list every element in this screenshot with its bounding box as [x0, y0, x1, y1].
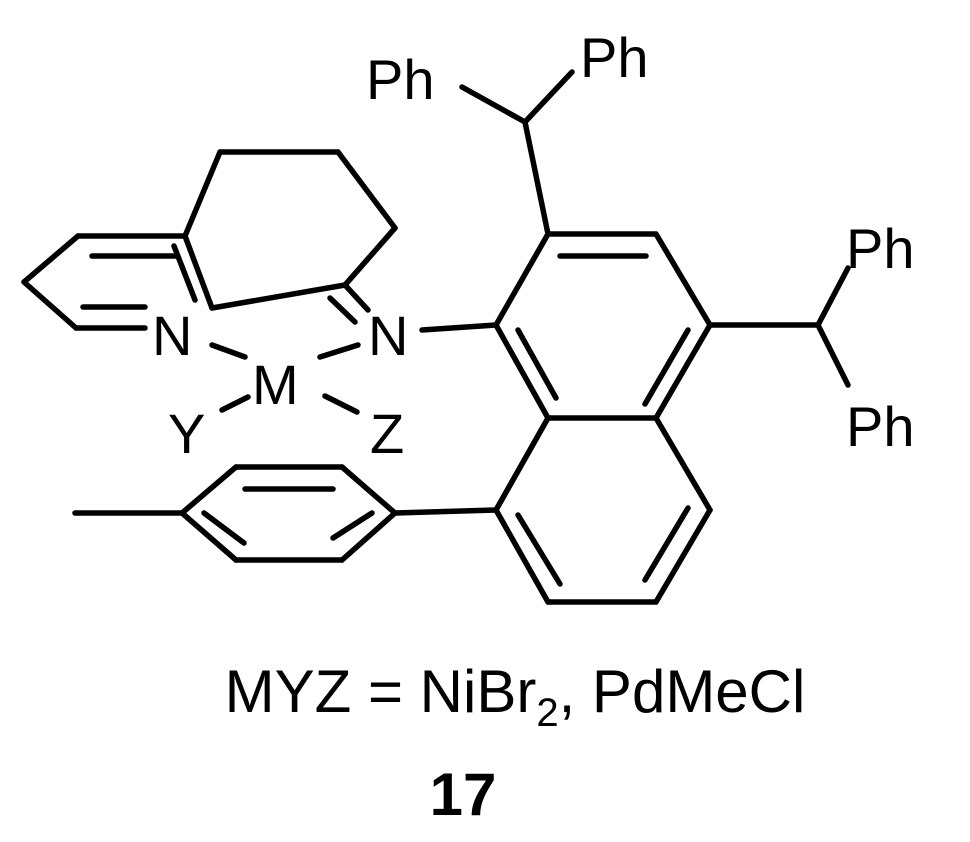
n-aryl-bond: [419, 322, 499, 333]
caption-subscript: 2: [536, 691, 558, 735]
naphthalene-upper-ring: [493, 231, 713, 421]
atom-ph-right-lower: Ph: [846, 395, 915, 458]
atom-n-imine: N: [368, 304, 408, 367]
tolyl-ring: [72, 464, 499, 563]
benzhydryl-top: [459, 69, 575, 237]
naphthalene-lower-ring: [493, 415, 713, 605]
pyridine-ring: [21, 233, 215, 331]
coordination-bonds: [209, 342, 361, 415]
atom-n-pyridine: N: [152, 304, 192, 367]
atom-ph-right-upper: Ph: [846, 217, 915, 280]
caption-suffix: , PdMeCl: [559, 658, 806, 725]
atom-ph-top-left: Ph: [366, 48, 435, 111]
atom-ligand-y: Y: [168, 402, 205, 465]
caption-prefix: MYZ = NiBr: [225, 658, 537, 725]
atom-ligand-z: Z: [370, 402, 404, 465]
saturated-ring: [182, 149, 398, 325]
compound-number: 17: [430, 761, 497, 828]
benzhydryl-right: [707, 265, 851, 388]
atom-ph-top-right: Ph: [580, 26, 649, 89]
atom-metal: M: [252, 353, 299, 416]
metal-definition-caption: MYZ = NiBr2, PdMeCl: [225, 658, 806, 735]
